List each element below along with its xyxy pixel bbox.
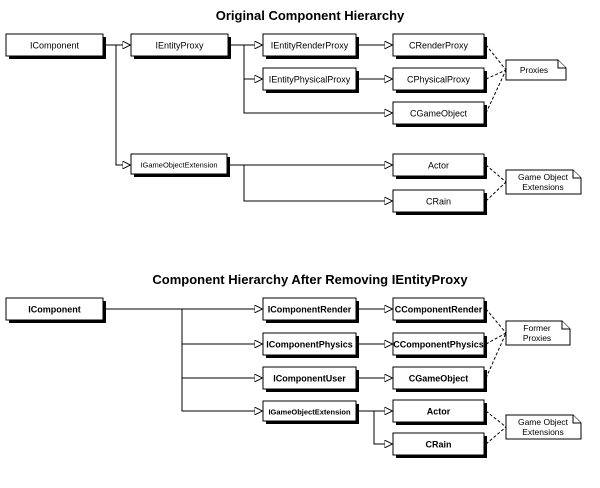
box-ientityphysicalproxy: IEntityPhysicalProxy (262, 67, 359, 93)
svg-text:IComponentRender: IComponentRender (268, 305, 352, 315)
dash-actor-extensions (485, 164, 507, 183)
svg-text:Extensions: Extensions (522, 427, 564, 437)
box-crenderproxy: CRenderProxy (392, 33, 487, 59)
edge-igameobjectextension-crain (243, 165, 392, 201)
box-ccomponentphysics: CComponentPhysics (392, 332, 487, 358)
svg-text:IComponent: IComponent (28, 305, 81, 315)
box-igameobjectextension: IGameObjectExtension (130, 153, 230, 177)
dash-crain-extensions (485, 181, 507, 202)
svg-text:Proxies: Proxies (523, 333, 551, 343)
edge-icomponent-icomponentuser (181, 344, 262, 378)
diagram-title: Component Hierarchy After Removing IEnti… (152, 272, 468, 287)
dash-ccomponentphysics-former-proxies (485, 332, 507, 345)
edge-icomponent-icomponentphysics (181, 309, 262, 344)
box-ientityproxy: IEntityProxy (130, 33, 231, 59)
box-icomponent: IComponent (5, 33, 106, 59)
svg-text:CPhysicalProxy: CPhysicalProxy (407, 75, 471, 85)
svg-text:CRenderProxy: CRenderProxy (409, 41, 469, 51)
svg-text:CRain: CRain (425, 440, 451, 450)
box-actor: Actor (392, 399, 487, 425)
box-igameobjectextension: IGameObjectExtension (262, 400, 359, 424)
svg-text:Extensions: Extensions (522, 182, 564, 192)
note-game-object-extensions: Game Object Extensions (505, 414, 582, 440)
diagram-after: Component Hierarchy After Removing IEnti… (5, 272, 582, 458)
svg-text:IComponentUser: IComponentUser (273, 374, 346, 384)
box-icomponentuser: IComponentUser (262, 366, 359, 392)
edge-ientityproxy-cgameobject (243, 79, 392, 113)
dash-cgameobject-proxies (485, 69, 507, 114)
box-cphysicalproxy: CPhysicalProxy (392, 67, 487, 93)
svg-text:CComponentPhysics: CComponentPhysics (393, 340, 484, 350)
svg-text:CComponentRender: CComponentRender (395, 305, 483, 315)
edges (104, 45, 392, 201)
dash-crain-extensions (485, 426, 507, 445)
svg-text:IGameObjectExtension: IGameObjectExtension (140, 161, 217, 170)
note-proxies: Proxies (505, 59, 567, 81)
edge-igameobjectextension-crain (373, 411, 392, 444)
svg-text:IEntityRenderProxy: IEntityRenderProxy (271, 41, 349, 51)
svg-text:CGameObject: CGameObject (409, 374, 469, 384)
dash-crenderproxy-proxies (485, 44, 507, 71)
box-icomponent: IComponent (5, 297, 106, 323)
note-connectors (485, 44, 507, 202)
svg-text:CRain: CRain (426, 197, 451, 207)
svg-text:CGameObject: CGameObject (410, 109, 468, 119)
box-ientityrenderproxy: IEntityRenderProxy (262, 33, 359, 59)
svg-text:Game Object: Game Object (518, 417, 569, 427)
svg-text:IComponentPhysics: IComponentPhysics (266, 340, 353, 350)
svg-text:Actor: Actor (428, 161, 449, 171)
svg-text:IGameObjectExtension: IGameObjectExtension (268, 408, 351, 417)
svg-text:IComponent: IComponent (30, 41, 80, 51)
dash-ccomponentrender-former-proxies (485, 308, 507, 334)
box-actor: Actor (392, 153, 487, 179)
edge-icomponent-igameobjectextension (181, 378, 262, 411)
svg-text:IEntityPhysicalProxy: IEntityPhysicalProxy (269, 75, 351, 85)
svg-text:Actor: Actor (427, 407, 451, 417)
note-former-proxies: Former Proxies (505, 320, 571, 346)
svg-text:IEntityProxy: IEntityProxy (155, 41, 204, 51)
box-icomponentrender: IComponentRender (262, 297, 359, 323)
box-icomponentphysics: IComponentPhysics (262, 332, 359, 358)
diagram-original: Original Component Hierarchy IComponent (5, 8, 582, 215)
dash-cphysicalproxy-proxies (485, 69, 507, 80)
box-ccomponentrender: CComponentRender (392, 297, 487, 323)
note-connectors (485, 308, 507, 445)
edge-ientityproxy-ientityphysicalproxy (243, 45, 262, 79)
box-crain: CRain (392, 189, 487, 215)
note-game-object-extensions: Game Object Extensions (505, 169, 582, 195)
dash-cgameobject-former-proxies (485, 332, 507, 379)
diagram-title: Original Component Hierarchy (216, 8, 405, 23)
edges (104, 309, 392, 444)
dash-actor-extensions (485, 410, 507, 428)
box-cgameobject: CGameObject (392, 101, 487, 127)
box-crain: CRain (392, 432, 487, 458)
svg-text:Game Object: Game Object (518, 172, 569, 182)
box-cgameobject: CGameObject (392, 366, 487, 392)
svg-text:Proxies: Proxies (520, 65, 548, 75)
edge-icomponent-igameobjectextension (115, 45, 130, 165)
svg-text:Former: Former (523, 323, 551, 333)
